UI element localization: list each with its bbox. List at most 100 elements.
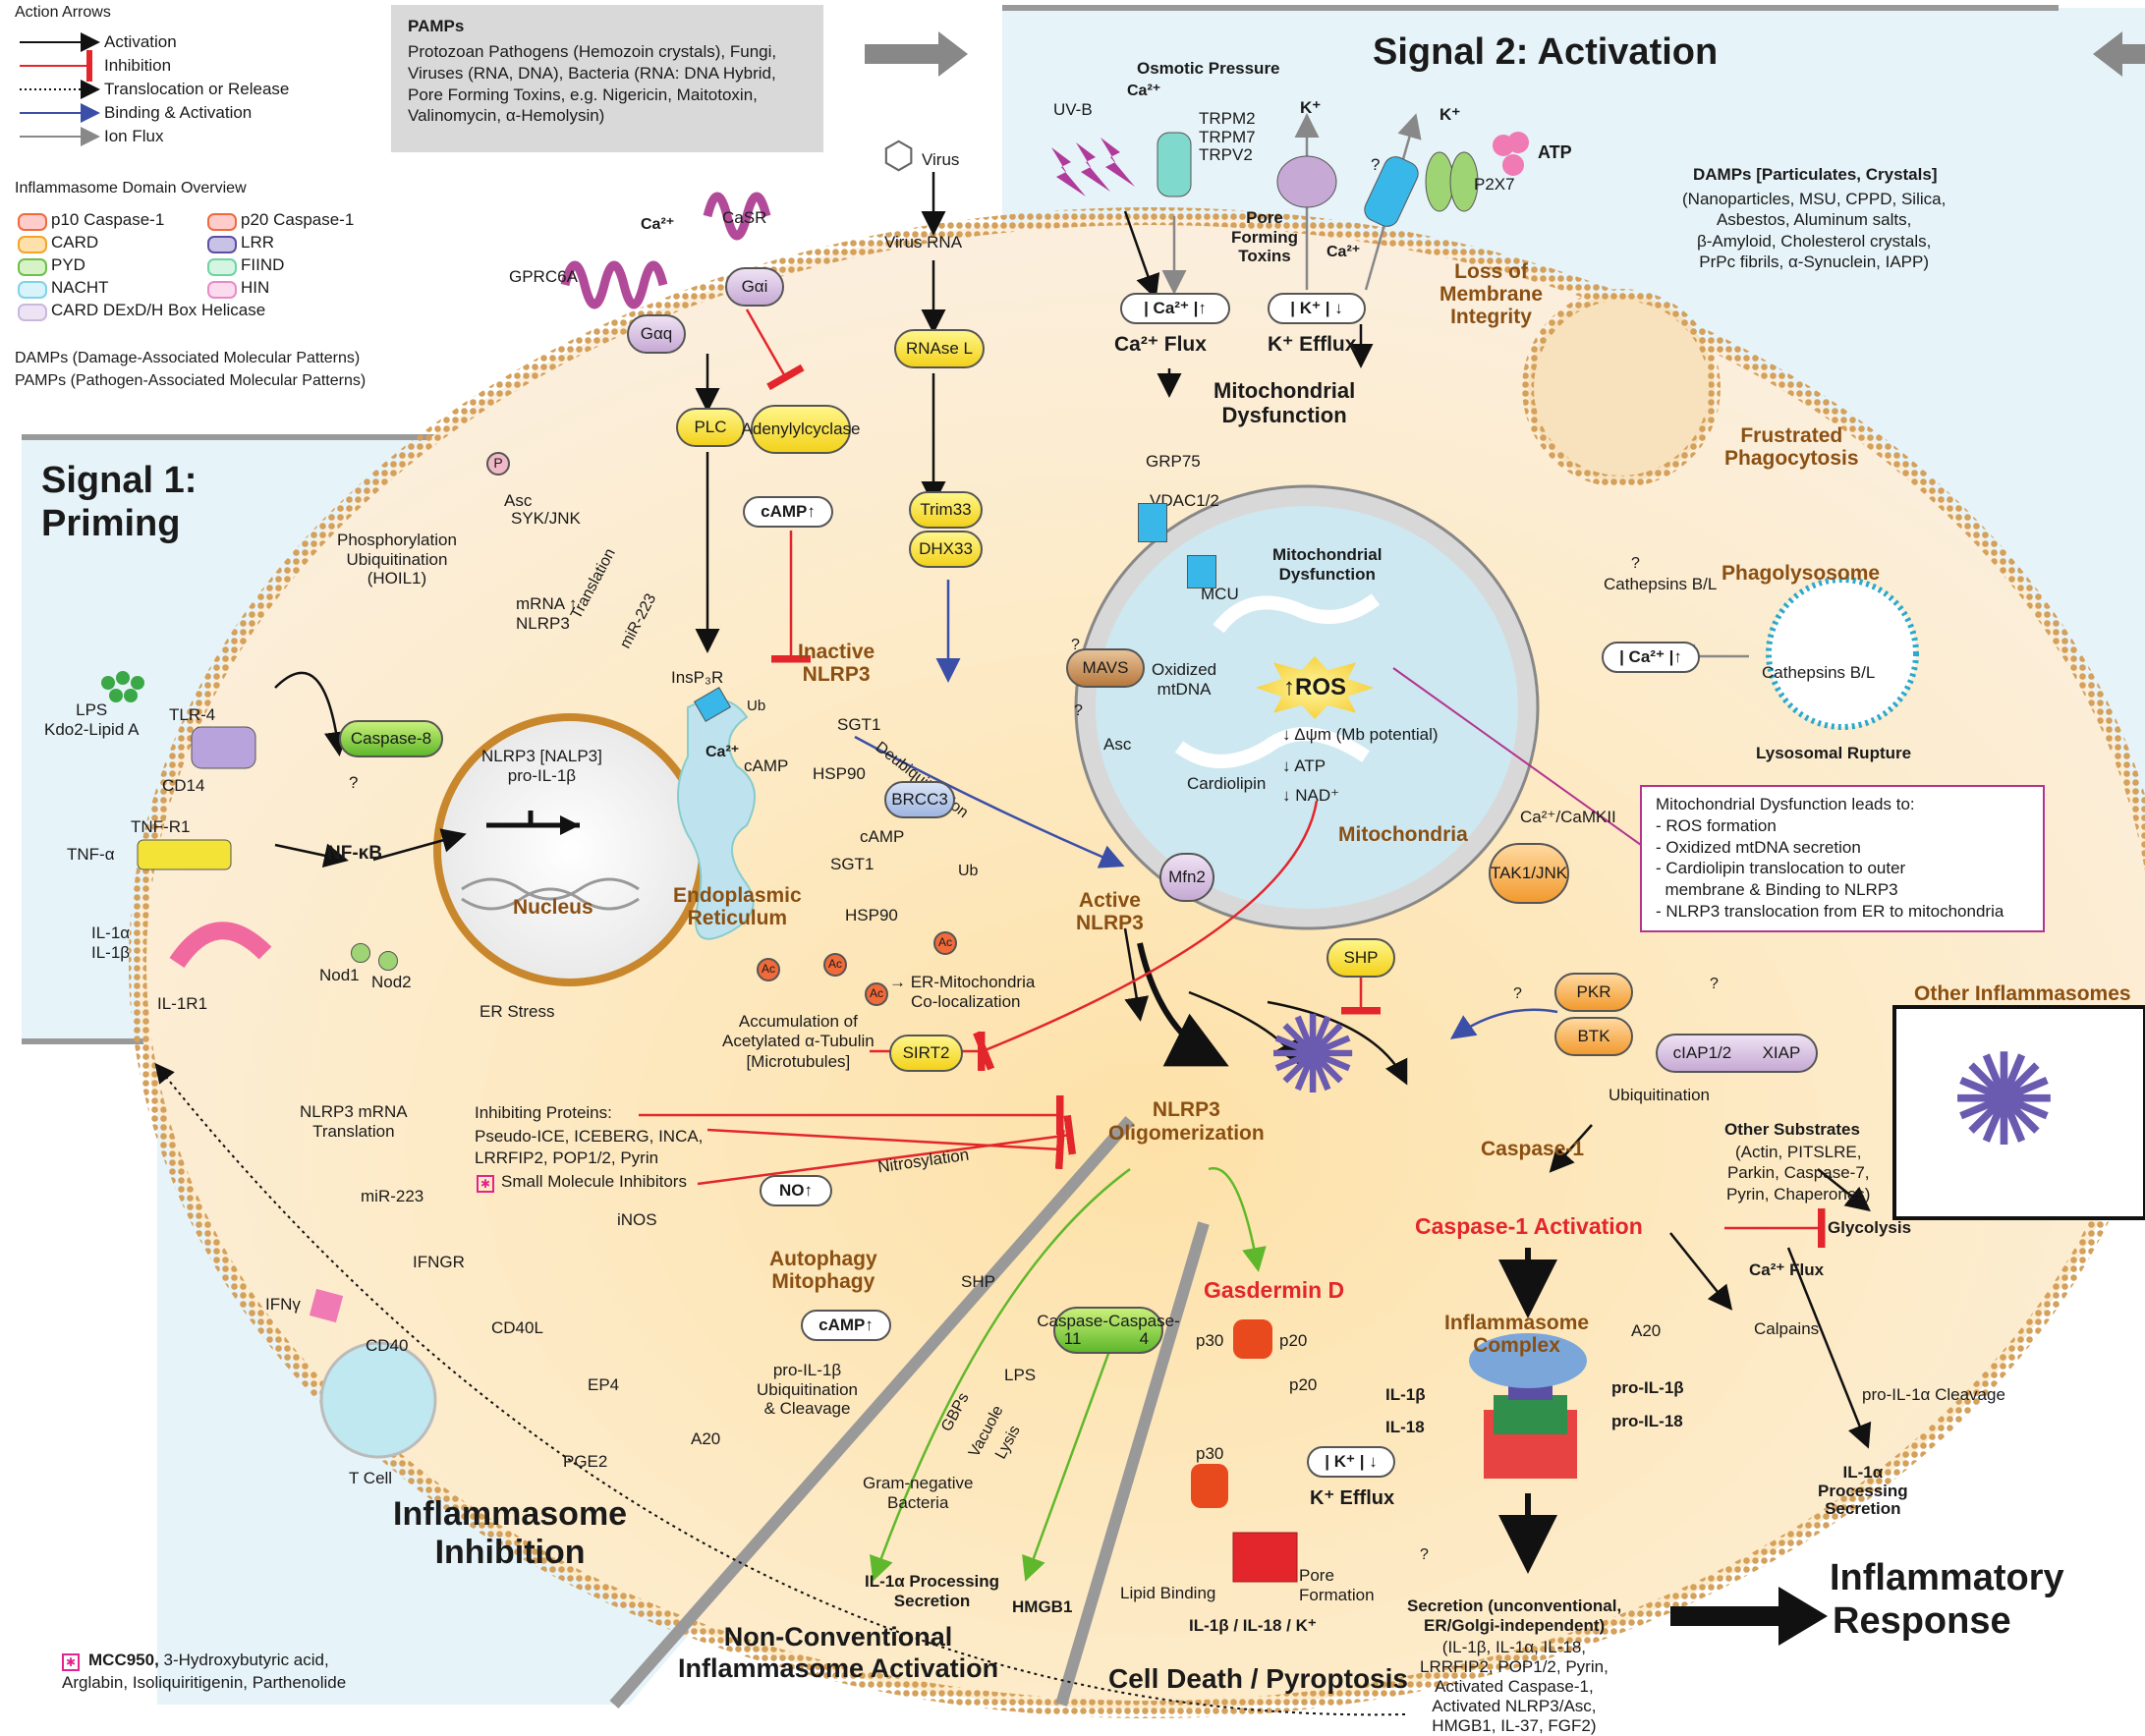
mcc950-name: MCC950,	[88, 1651, 159, 1669]
ca-in-label: Ca²⁺	[1327, 244, 1361, 260]
p30-label: p30	[1196, 1331, 1224, 1350]
tlr4-label: TLR-4	[169, 705, 216, 724]
oligomer-line: NLRP3	[1152, 1098, 1220, 1121]
lipid-binding-label: Lipid Binding	[1120, 1584, 1216, 1602]
a20-inhibition-label: A20	[691, 1429, 721, 1448]
cd40l-label: CD40L	[491, 1318, 543, 1337]
frustrated-label: Phagocytosis	[1724, 447, 1859, 471]
cathepsins-label: Cathepsins B/L	[1604, 575, 1718, 593]
autophagy-line: Autophagy	[769, 1248, 877, 1270]
cell-death-label: Cell Death / Pyroptosis	[1108, 1663, 1408, 1694]
pore-toxins: Pore Forming Toxins	[1231, 208, 1298, 266]
nlrp3-oligomerization: NLRP3 Oligomerization	[1108, 1098, 1265, 1146]
active-nlrp3: Active NLRP3	[1076, 889, 1144, 934]
secretion-line: (IL-1β, IL-1α, IL-18,	[1441, 1638, 1586, 1656]
gasdermin-full-icon	[1233, 1319, 1272, 1359]
a20-center-label: A20	[1631, 1321, 1662, 1340]
gram-negative-bacteria: Gram-negative Bacteria	[863, 1474, 973, 1512]
k-efflux-label: K⁺ Efflux	[1268, 333, 1357, 356]
legend-ion-flux: Ion Flux	[104, 127, 164, 145]
inflammasome-complex: Inflammasome Complex	[1444, 1312, 1589, 1357]
legend-activation: Activation	[104, 32, 177, 51]
inhibition-title-line: Inhibition	[434, 1534, 586, 1572]
q-ciap: ?	[1710, 976, 1719, 992]
camp-badge: cAMP↑	[743, 496, 833, 528]
trp-label: TRPV2	[1199, 145, 1253, 165]
ca-label: Ca²⁺	[1127, 83, 1161, 99]
oxidized-label: mtDNA	[1157, 679, 1212, 699]
il1a-nonconv-line: Secretion	[893, 1591, 971, 1610]
pkr-node: PKR	[1554, 973, 1633, 1012]
trp-label: TRPM2	[1199, 109, 1256, 128]
fiind-swatch-icon	[207, 258, 237, 276]
substrate-line: (Actin, PITSLRE,	[1734, 1143, 1862, 1161]
damps-line: β-Amyloid, Cholesterol crystals,	[1696, 231, 1932, 251]
no-badge: NO↑	[760, 1175, 832, 1206]
inflammasome-inhibition-title: Inflammasome Inhibition	[393, 1495, 627, 1572]
hin-swatch-icon	[207, 281, 237, 299]
legend-damps: DAMPs (Damage-Associated Molecular Patte…	[15, 350, 361, 366]
shp-node: SHP	[1327, 938, 1395, 978]
pamps-line: Pore Forming Toxins, e.g. Nigericin, Mai…	[408, 84, 758, 104]
secretion-line: Activated NLRP3/Asc,	[1432, 1697, 1597, 1716]
mavs-node: MAVS	[1066, 648, 1145, 688]
nad-down-label: ↓ NAD⁺	[1282, 786, 1340, 805]
nonconventional-title: Non-Conventional Inflammasome Activation	[678, 1621, 998, 1685]
virus-rna-label: Virus RNA	[884, 233, 963, 252]
loss-label: Loss of	[1454, 260, 1528, 283]
oxidized-mtdna: Oxidized mtDNA	[1152, 660, 1216, 699]
k-out-label: K⁺	[1300, 98, 1322, 117]
k-efflux-center-label: K⁺ Efflux	[1310, 1487, 1395, 1509]
secretion-title: Secretion (unconventional, ER/Golgi-inde…	[1407, 1596, 1621, 1635]
il18-mature-label: IL-18	[1385, 1418, 1425, 1436]
vdac-channel-icon	[1138, 503, 1167, 542]
loss-label: Integrity	[1450, 306, 1532, 329]
nucleus-genes: NLRP3 [NALP3] pro-IL-1β	[481, 747, 602, 787]
inhibition-title-line: Inflammasome	[393, 1495, 628, 1533]
lps-label: LPS Kdo2-Lipid A	[44, 700, 139, 739]
nlrp3-mrna-translation: NLRP3 mRNA Translation	[300, 1102, 408, 1141]
shp-inhibition-label: SHP	[961, 1272, 995, 1291]
nod1-label: Nod1	[319, 966, 360, 984]
mcu-channel-icon	[1187, 555, 1216, 588]
gram-line: Bacteria	[887, 1492, 949, 1512]
pore-line: Pore	[1299, 1566, 1334, 1585]
other-inflammasome-icon: ✺	[1950, 1029, 2058, 1172]
cd40-label: CD40	[366, 1336, 409, 1355]
mcc950-line: MCC950, 3-Hydroxybutyric acid,	[88, 1651, 329, 1670]
mito-info-line: membrane & Binding to NLRP3	[1656, 880, 1898, 899]
caspase1-label: Caspase-1	[1481, 1138, 1585, 1160]
pore-label: Toxins	[1238, 247, 1291, 266]
ca-flux-label: Ca²⁺ Flux	[1114, 333, 1207, 356]
card-swatch-icon	[18, 236, 47, 253]
inflammatory-line: Inflammatory	[1830, 1557, 2064, 1598]
er-line: Reticulum	[687, 907, 788, 930]
frustrated-label: Frustrated	[1740, 424, 1843, 447]
xiap-label: XIAP	[1762, 1042, 1801, 1062]
complex-line: Complex	[1473, 1334, 1560, 1358]
pamps-title: PAMPs	[408, 17, 465, 35]
legend-domain-lrr: LRR	[241, 233, 275, 252]
substrate-line: Parkin, Caspase-7,	[1726, 1163, 1870, 1183]
il1a-line: IL-1α	[91, 924, 131, 942]
pro-il18-label: pro-IL-18	[1611, 1412, 1683, 1430]
pore-label: Forming	[1231, 227, 1298, 247]
calpains-label: Calpains	[1754, 1319, 1820, 1338]
er-line: Endoplasmic	[673, 884, 802, 907]
acetyl-badge: Ac	[757, 958, 780, 981]
acetyl-badge: Ac	[823, 953, 847, 977]
legend-domain-p20: p20 Caspase-1	[241, 210, 355, 229]
secretion-list: (IL-1β, IL-1α, IL-18, LRRFIP2, POP1/2, P…	[1420, 1638, 1609, 1736]
accum-line: [Microtubules]	[746, 1051, 851, 1071]
secretion-title-line: Secretion (unconventional,	[1407, 1596, 1622, 1615]
oxidized-label: Oxidized	[1152, 660, 1217, 679]
ciap-label: cIAP1/2	[1672, 1042, 1732, 1062]
signal1-title-line1: Signal 1:	[41, 460, 198, 501]
legend-arrows-title: Action Arrows	[15, 4, 111, 21]
ca-er-label: Ca²⁺	[706, 744, 740, 760]
q-caspase8: ?	[349, 773, 359, 792]
hsp90-free-label: HSP90	[845, 906, 898, 924]
pore-line: Formation	[1299, 1585, 1375, 1604]
